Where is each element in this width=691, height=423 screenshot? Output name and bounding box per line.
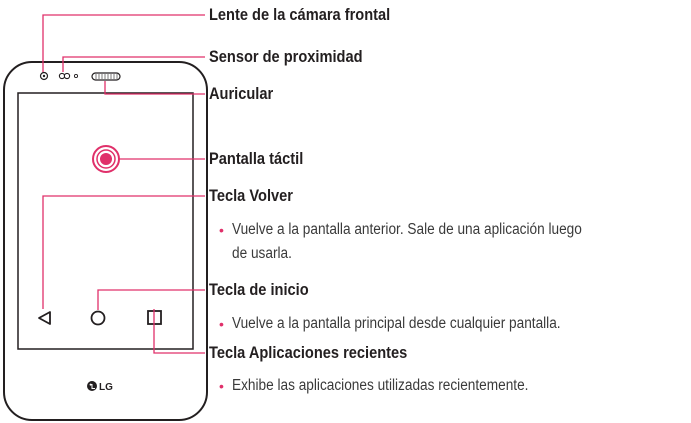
earpiece-label: Auricular — [209, 84, 274, 103]
back-key-description-line2: de usarla. — [232, 245, 292, 262]
recent-apps-key-label: Tecla Aplicaciones recientes — [209, 343, 408, 362]
home-key-label: Tecla de inicio — [209, 280, 309, 299]
proximity-sensor-label: Sensor de proximidad — [209, 47, 363, 66]
leader-front-camera — [42, 14, 205, 72]
recent-apps-key-bullet: • — [219, 378, 224, 394]
lg-logo: LG — [87, 381, 113, 393]
leader-recent-apps — [153, 309, 205, 354]
leader-earpiece — [104, 81, 205, 95]
home-key-description: Vuelve a la pantalla principal desde cua… — [232, 315, 561, 332]
back-key-icon — [38, 311, 51, 325]
back-key-description-line1: Vuelve a la pantalla anterior. Sale de u… — [232, 221, 582, 238]
home-key-bullet: • — [219, 316, 224, 332]
front-camera-label: Lente de la cámara frontal — [209, 5, 391, 24]
recent-apps-key-description: Exhibe las aplicaciones utilizadas recie… — [232, 377, 529, 394]
back-key-bullet: • — [219, 222, 224, 238]
phone-screen — [17, 92, 194, 350]
lg-logo-text: LG — [99, 382, 113, 393]
proximity-sensor-icon — [58, 72, 79, 80]
back-key-label: Tecla Volver — [209, 186, 293, 205]
leader-back-key — [42, 195, 205, 309]
leader-home-key — [97, 289, 205, 310]
home-key-icon — [90, 310, 106, 326]
leader-proximity-sensor — [62, 56, 205, 72]
touch-screen-label: Pantalla táctil — [209, 149, 304, 168]
touch-target-icon — [92, 145, 120, 173]
